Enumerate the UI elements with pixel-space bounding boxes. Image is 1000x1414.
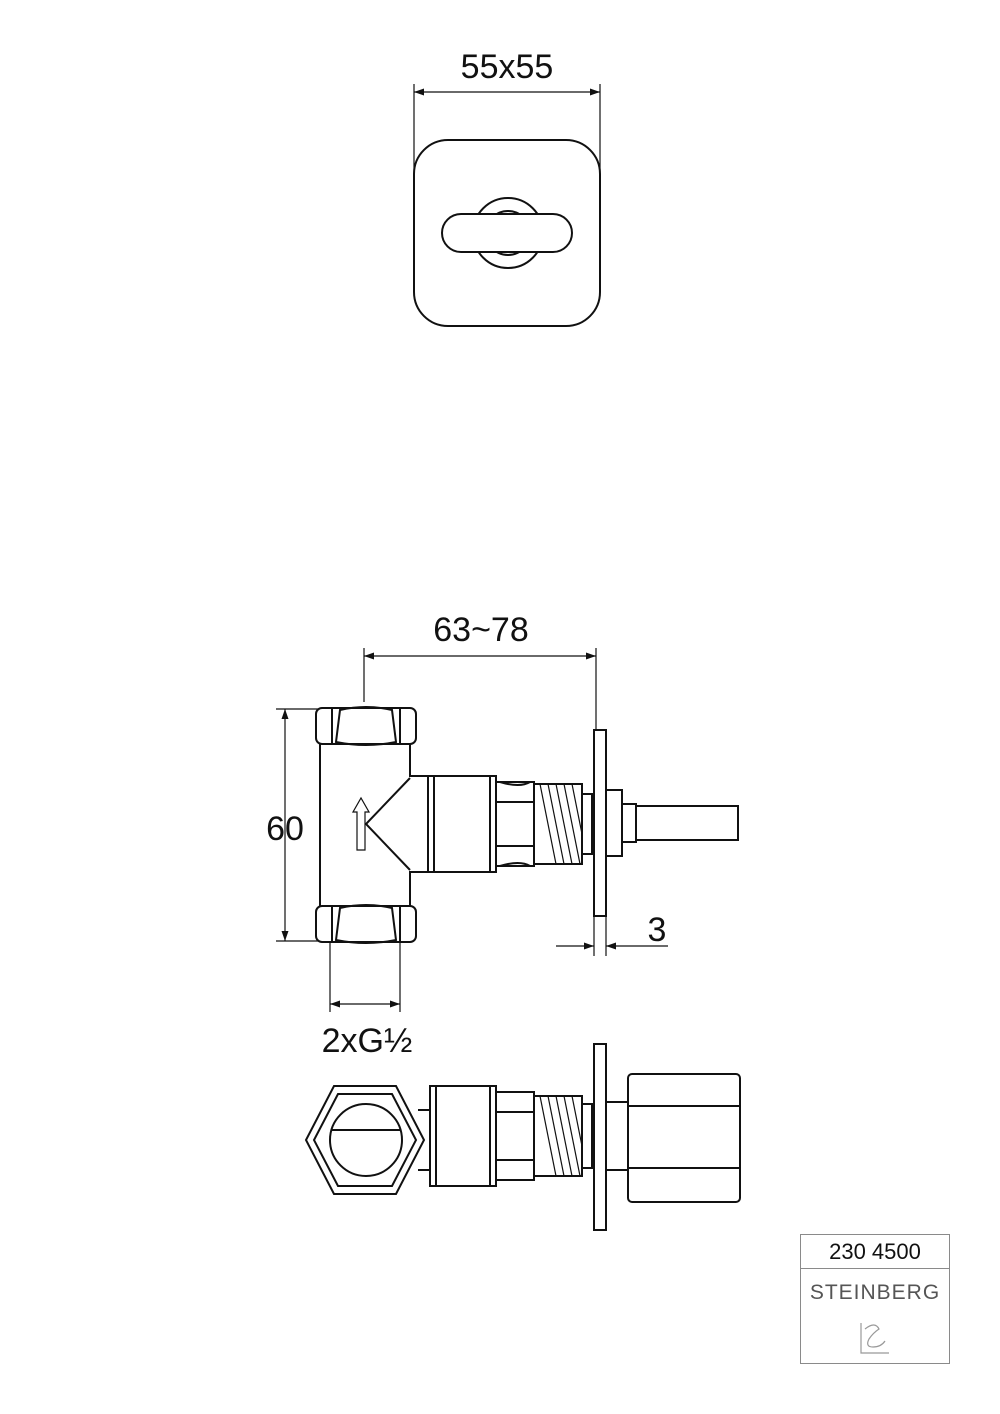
thickness-dimension-label: 3	[648, 911, 667, 949]
bottom-view	[304, 1043, 741, 1231]
stem-bottom	[605, 1101, 629, 1171]
lever-stem	[605, 789, 739, 857]
threaded-spindle	[533, 783, 593, 865]
front-view: 55x55	[413, 48, 601, 327]
width-dimension-label: 55x55	[461, 48, 554, 86]
flow-direction-arrow	[351, 796, 371, 851]
rosette-plate	[413, 139, 601, 327]
valve-body	[319, 744, 428, 906]
bonnet-bottom	[429, 1085, 535, 1187]
depth-dimension-label: 63~78	[433, 611, 529, 649]
lever-bottom	[627, 1073, 741, 1203]
article-number: 230 4500	[801, 1235, 949, 1269]
wall-plate	[593, 729, 607, 917]
thread-bottom	[533, 1095, 593, 1177]
top-hex-nut	[315, 706, 417, 746]
connection-dimension-label: 2xG½	[322, 1022, 413, 1060]
hex-connection-end	[304, 1085, 426, 1195]
title-block: 230 4500 STEINBERG	[800, 1234, 950, 1364]
brand-logo-icon	[860, 1323, 889, 1354]
bottom-hex-nut	[315, 904, 417, 944]
brand-name: STEINBERG	[809, 1281, 941, 1304]
wall-plate-bottom	[593, 1043, 607, 1231]
lever-handle	[441, 213, 573, 253]
height-dimension-label: 60	[266, 810, 304, 848]
side-view: 63~78 60	[266, 611, 739, 1060]
valve-bonnet	[427, 775, 535, 873]
